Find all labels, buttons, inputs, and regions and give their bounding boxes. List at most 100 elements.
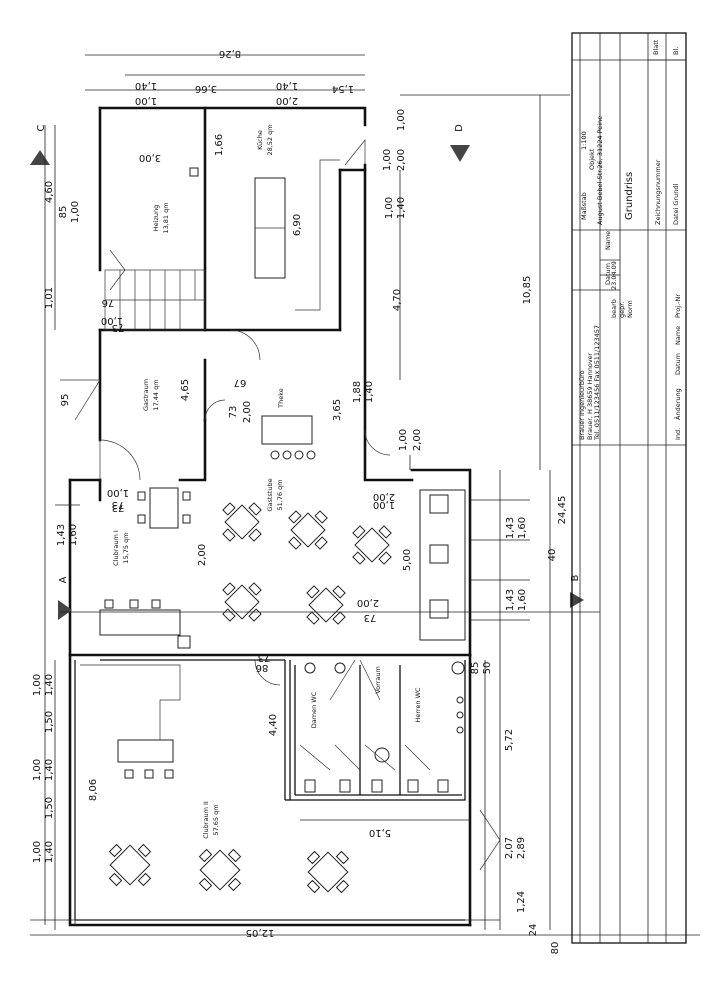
dim-1-50-l1: 1,50: [44, 711, 55, 733]
dim-5-72: 5,72: [504, 729, 515, 751]
dim-1-00-top: 1,00: [135, 95, 157, 106]
dim-1-00-wc: 1,00: [101, 315, 123, 326]
dim-40: 40: [547, 549, 558, 562]
dim-1-60-left: 1,60: [68, 524, 79, 546]
dim-1-00-l3: 1,00: [32, 841, 43, 863]
dim-50-wc: 50: [482, 662, 493, 675]
tb-object-address: August-Bebel-Str.26, 31224 Peine: [596, 116, 604, 225]
tb-sheet-label: Blatt: [652, 39, 660, 55]
dim-3-65: 3,65: [332, 399, 343, 421]
dim-4-65: 4,65: [180, 379, 191, 401]
dim-1-00-right: 1,00: [396, 109, 407, 131]
tb-date-col-label: Datum: [674, 353, 682, 375]
dim-1-40-l2: 1,40: [44, 759, 55, 781]
dim-76: 76: [102, 297, 115, 308]
dim-80: 80: [550, 942, 561, 955]
title-block: Maßstab 1:100 Objekt August-Bebel-Str.26…: [571, 32, 687, 944]
tb-row-norm: Norm: [626, 300, 634, 318]
tb-file-label: Datei Grundl: [672, 184, 680, 225]
dim-2-00-club2: 2,00: [357, 597, 379, 608]
dim-2-00-top: 2,00: [276, 95, 298, 106]
dim-1-00-clubI: 1,00: [107, 487, 129, 498]
dim-3-66: 3,66: [195, 83, 217, 94]
tb-row-drawn-date: 23.04.09: [610, 261, 618, 290]
dim-86: 86: [256, 662, 269, 673]
dim-1-66: 1,66: [214, 134, 225, 156]
section-letters: C D A B: [36, 124, 581, 584]
tb-row-checked: gepr.: [618, 302, 626, 318]
restaurant-tables: [80, 450, 466, 894]
dim-1-01: 1,01: [44, 287, 55, 309]
dim-24: 24: [528, 924, 539, 937]
room-vorraum-name: Vorraum: [374, 666, 382, 694]
room-heizung-area: 13,81 qm: [162, 202, 170, 233]
room-gastraum-name: Gastraum: [142, 379, 150, 411]
tb-firm-contact: Tel. 0511/123456 Fax 0511/123457: [593, 325, 601, 441]
dim-67: 67: [234, 377, 247, 388]
tb-project-label: Proj.-Nr: [674, 294, 682, 318]
dim-85-left: 85: [58, 206, 69, 219]
dim-1-00-l1: 1,00: [32, 674, 43, 696]
dim-1-60-a: 1,60: [517, 517, 528, 539]
dim-2-89: 2,89: [516, 837, 527, 859]
dim-4-40: 4,40: [268, 714, 279, 736]
dim-3-00: 3,00: [139, 152, 161, 163]
dim-73-door: 73: [112, 502, 125, 513]
tb-drawing-number-label: Zeichnungsnummer: [654, 159, 662, 225]
dim-1-50-l2: 1,50: [44, 797, 55, 819]
wc-fixtures: [299, 661, 465, 793]
tb-name-header: Name: [604, 231, 612, 250]
section-a-triangle: [58, 600, 72, 620]
section-b-triangle: [570, 592, 584, 608]
room-kueche-area: 28,52 qm: [266, 124, 274, 155]
dim-1-00-right2: 1,00: [382, 149, 393, 171]
dim-1-24: 1,24: [516, 891, 527, 913]
dim-2-07: 2,07: [504, 837, 515, 859]
room-gaststube-area: 51,76 qm: [276, 479, 284, 510]
dim-1-40-mid: 1,40: [364, 381, 375, 403]
tb-name-col-label: Name: [674, 326, 682, 345]
room-clubraum2-name: Clubraum II: [202, 801, 210, 839]
dim-1-00-mid: 1,00: [398, 429, 409, 451]
dim-8-26: 8,26: [219, 48, 241, 59]
dim-1-00-right3: 1,00: [384, 197, 395, 219]
room-clubraum2-area: 57,65 qm: [212, 804, 220, 835]
dim-2-00-right: 2,00: [396, 149, 407, 171]
staircase: [104, 249, 206, 331]
dim-1-43-b: 1,43: [505, 589, 516, 611]
tb-object-label: Objekt: [588, 148, 596, 170]
dim-2-00-mid3: 2,00: [373, 491, 395, 502]
dim-5-00: 5,00: [402, 549, 413, 571]
dimension-lines: [30, 54, 700, 936]
dim-1-00-mid2: 1,00: [373, 499, 395, 510]
section-markers: [30, 125, 600, 925]
tb-firm-address: Brauer, H 38659 Hannover: [586, 352, 594, 440]
dim-73-mid: 73: [228, 406, 239, 419]
room-clubraum1-name: Clubraum I: [112, 530, 120, 566]
dim-73-club: 73: [364, 612, 377, 623]
section-label-c: C: [36, 124, 47, 131]
dim-10-85: 10,85: [522, 276, 533, 305]
room-damen-wc-name: Damen WC: [310, 691, 318, 728]
tb-firm: Brauer Ingenieurbüro: [578, 370, 586, 440]
dim-1-00-left: 1,00: [70, 201, 81, 223]
tb-date-header: Datum: [604, 263, 612, 285]
dim-1-40-l1: 1,40: [44, 674, 55, 696]
dim-1-88: 1,88: [352, 381, 363, 403]
dim-1-40-top: 1,40: [135, 80, 157, 91]
dimension-labels: 8,26 1,40 1,00 3,66 1,40 2,00 1,54 1,00 …: [32, 48, 568, 954]
dim-8-06: 8,06: [88, 779, 99, 801]
section-d-triangle: [450, 145, 470, 162]
room-theke-name: Theke: [277, 388, 285, 409]
section-label-d: D: [454, 124, 465, 132]
tb-index-label: Ind.: [674, 428, 682, 440]
dim-12-05: 12,05: [246, 927, 275, 938]
dim-1-60-b: 1,60: [517, 589, 528, 611]
dim-4-60: 4,60: [44, 181, 55, 203]
room-clubraum1-area: 15,75 qm: [122, 532, 130, 563]
tb-scale-value: 1:100: [580, 131, 588, 150]
dim-73-wc: 73: [258, 652, 271, 663]
dim-1-40-top2: 1,40: [276, 80, 298, 91]
dim-2-00-mid2: 2,00: [412, 429, 423, 451]
